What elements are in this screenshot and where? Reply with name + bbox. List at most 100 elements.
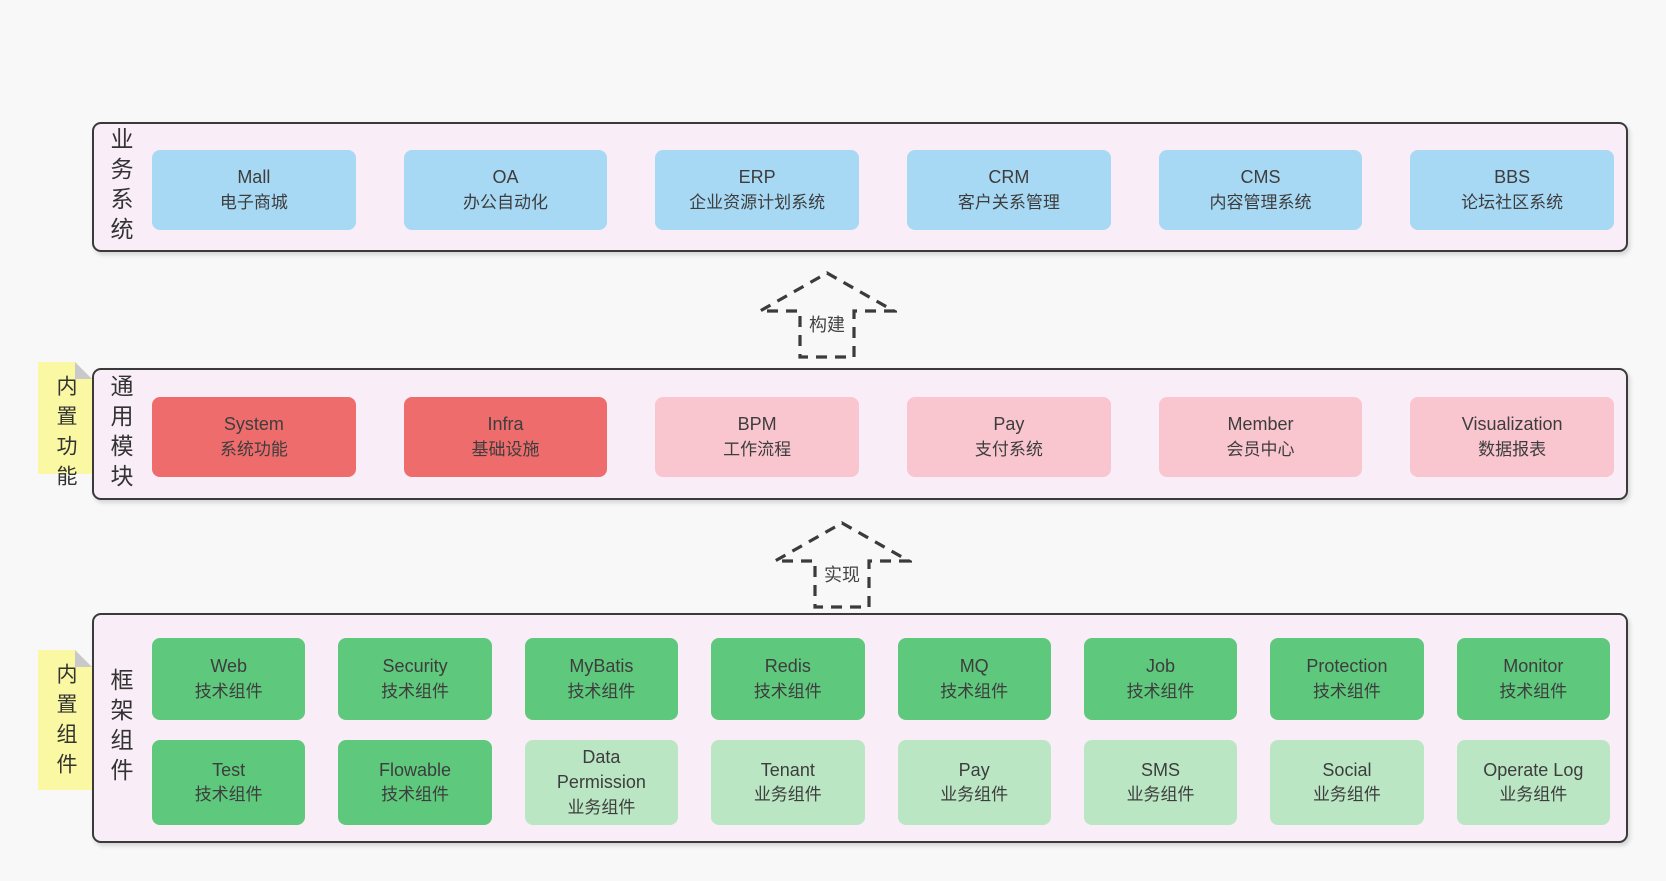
- box-sms: SMS 业务组件: [1083, 740, 1238, 825]
- box-data-permission: Data Permission 业务组件: [524, 740, 679, 825]
- box-subtitle: 业务组件: [940, 785, 1009, 805]
- box-name: Operate Log: [1483, 759, 1584, 780]
- box-test: Test 技术组件: [152, 740, 306, 825]
- box-oa: OA 办公自动化: [403, 150, 608, 230]
- box-subtitle: 技术组件: [194, 785, 263, 805]
- box-name: Pay: [958, 759, 990, 780]
- box-subtitle: 业务组件: [1312, 785, 1381, 805]
- box-name: Job: [1146, 656, 1176, 677]
- box-name: OA: [492, 167, 519, 188]
- box-pay: Pay 支付系统: [907, 397, 1111, 477]
- box-name: SMS: [1141, 759, 1181, 780]
- box-tenant: Tenant 业务组件: [711, 740, 865, 825]
- band-common-modules: 通用模块 System 系统功能 Infra 基础设施 BPM 工作流程 Pay…: [92, 368, 1628, 500]
- box-security: Security 技术组件: [338, 638, 492, 720]
- box-subtitle: 论坛社区系统: [1461, 192, 1564, 212]
- box-name: Member: [1227, 414, 1294, 435]
- box-name: Flowable: [379, 759, 452, 780]
- box-social: Social 业务组件: [1270, 740, 1424, 825]
- box-subtitle: 技术组件: [567, 681, 636, 701]
- arrow-build-label: 构建: [806, 310, 848, 338]
- box-name: Pay: [993, 414, 1025, 435]
- box-subtitle: 技术组件: [1499, 681, 1568, 701]
- box-flowable: Flowable 技术组件: [338, 740, 492, 825]
- box-system: System 系统功能: [152, 397, 356, 477]
- box-web: Web 技术组件: [152, 638, 306, 720]
- box-subtitle: 会员中心: [1226, 439, 1295, 459]
- box-mybatis: MyBatis 技术组件: [524, 638, 679, 720]
- box-subtitle: 业务组件: [1499, 785, 1568, 805]
- box-subtitle: 工作流程: [723, 439, 792, 459]
- fold-corner-icon: [75, 362, 92, 379]
- box-protection: Protection 技术组件: [1270, 638, 1424, 720]
- sticky-label: 内置功能: [54, 375, 77, 495]
- box-subtitle: 技术组件: [381, 785, 450, 805]
- sticky-paper: [38, 362, 92, 474]
- box-subtitle: 客户关系管理: [957, 192, 1060, 212]
- box-name: MyBatis: [569, 656, 634, 677]
- sticky-paper: [38, 650, 92, 790]
- band-label-framework-components: 框架组件: [107, 668, 133, 788]
- box-job: Job 技术组件: [1083, 638, 1238, 720]
- sticky-label: 内置组件: [54, 663, 77, 783]
- box-pay-component: Pay 业务组件: [897, 740, 1051, 825]
- box-subtitle: 系统功能: [219, 439, 288, 459]
- box-name: Web: [210, 656, 248, 677]
- box-name: CMS: [1240, 167, 1281, 188]
- box-subtitle: 业务组件: [753, 785, 822, 805]
- box-subtitle: 技术组件: [753, 681, 822, 701]
- box-name: CRM: [988, 167, 1030, 188]
- band-label-common-modules: 通用模块: [107, 374, 133, 494]
- box-name: Mall: [237, 167, 271, 188]
- box-name: Social: [1322, 759, 1372, 780]
- box-subtitle: 办公自动化: [462, 192, 548, 212]
- arrow-implement: 实现: [772, 520, 912, 610]
- box-name: System: [223, 414, 284, 435]
- box-infra: Infra 基础设施: [403, 397, 608, 477]
- box-name: Redis: [764, 656, 811, 677]
- box-mq: MQ 技术组件: [897, 638, 1051, 720]
- box-subtitle: 业务组件: [567, 797, 636, 817]
- box-name: Visualization: [1461, 414, 1563, 435]
- box-mall: Mall 电子商城: [152, 150, 356, 230]
- box-erp: ERP 企业资源计划系统: [655, 150, 859, 230]
- box-subtitle: 业务组件: [1126, 785, 1195, 805]
- box-subtitle: 技术组件: [194, 681, 263, 701]
- box-subtitle: 内容管理系统: [1209, 192, 1312, 212]
- box-operate-log: Operate Log 业务组件: [1456, 740, 1610, 825]
- framework-components-grid: Web 技术组件 Security 技术组件 MyBatis 技术组件 Redi…: [152, 638, 1610, 825]
- business-systems-row: Mall 电子商城 OA 办公自动化 ERP 企业资源计划系统 CRM 客户关系…: [152, 150, 1614, 230]
- box-bbs: BBS 论坛社区系统: [1410, 150, 1614, 230]
- box-subtitle: 技术组件: [1126, 681, 1195, 701]
- box-name: Monitor: [1503, 656, 1564, 677]
- box-subtitle: 技术组件: [940, 681, 1009, 701]
- box-name: Infra: [487, 414, 524, 435]
- common-modules-row: System 系统功能 Infra 基础设施 BPM 工作流程 Pay 支付系统…: [152, 397, 1614, 477]
- band-framework-components: 框架组件 Web 技术组件 Security 技术组件 MyBatis 技术组件…: [92, 613, 1628, 843]
- box-subtitle: 支付系统: [974, 439, 1043, 459]
- box-name: Tenant: [760, 759, 815, 780]
- band-business-systems: 业务系统 Mall 电子商城 OA 办公自动化 ERP 企业资源计划系统 CRM…: [92, 122, 1628, 252]
- sticky-built-in-components: 内置组件: [38, 650, 92, 790]
- box-subtitle: 基础设施: [471, 439, 540, 459]
- box-name: Protection: [1306, 656, 1388, 677]
- fold-corner-icon: [75, 650, 92, 667]
- box-monitor: Monitor 技术组件: [1456, 638, 1610, 720]
- box-subtitle: 技术组件: [1312, 681, 1381, 701]
- box-subtitle: 电子商城: [219, 192, 288, 212]
- box-visualization: Visualization 数据报表: [1410, 397, 1614, 477]
- arrow-build: 构建: [757, 270, 897, 360]
- box-redis: Redis 技术组件: [711, 638, 865, 720]
- box-crm: CRM 客户关系管理: [907, 150, 1111, 230]
- box-member: Member 会员中心: [1158, 397, 1363, 477]
- band-label-business-systems: 业务系统: [107, 127, 133, 247]
- box-name: Test: [212, 759, 246, 780]
- arrow-implement-label: 实现: [821, 560, 863, 588]
- box-subtitle: 技术组件: [381, 681, 450, 701]
- box-subtitle: 数据报表: [1478, 439, 1547, 459]
- box-name: MQ: [959, 656, 989, 677]
- box-name: BPM: [737, 414, 777, 435]
- box-bpm: BPM 工作流程: [655, 397, 859, 477]
- box-name: BBS: [1494, 167, 1531, 188]
- box-name: Data Permission: [556, 746, 646, 793]
